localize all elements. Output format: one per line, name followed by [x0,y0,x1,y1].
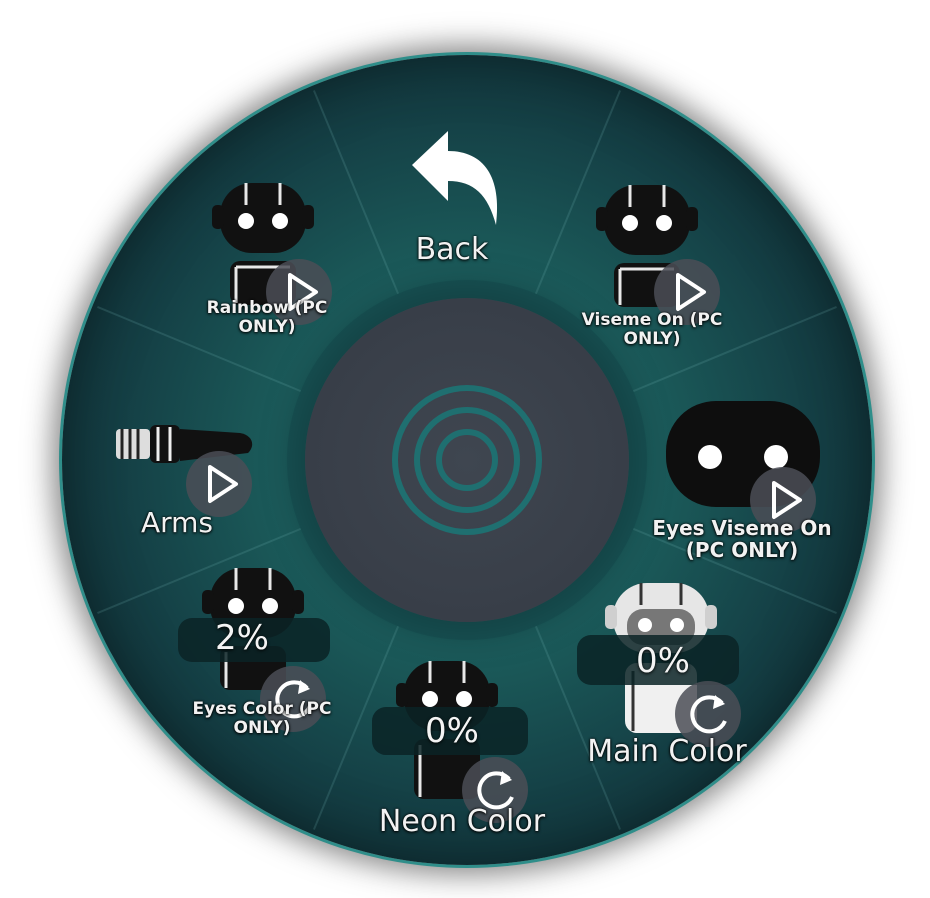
play-icon [288,273,318,311]
menu-item-label: Viseme On (PC ONLY) [581,310,723,350]
robot-arm-icon [116,425,253,463]
value-readout: 0% [425,711,479,751]
back-label: Back [415,232,489,267]
back-arrow-icon [412,131,498,225]
reset-button[interactable] [462,757,528,823]
sector-dividers [97,90,837,830]
sector-divider [313,625,400,830]
sector-divider [632,527,837,614]
menu-item-label: Arms [140,506,214,539]
menu-item-label: Neon Color [378,804,546,839]
play-icon [208,465,238,503]
menu-item-label: Rainbow (PC ONLY) [206,298,328,338]
reset-button[interactable] [675,681,741,747]
sector-divider [97,306,302,393]
value-readout: 0% [636,641,690,681]
play-button[interactable] [266,259,332,325]
sector-divider [97,527,302,614]
play-button[interactable] [750,467,816,533]
sector-divider [313,90,400,295]
radial-menu: Back Rainbow (PC ONLY) [62,55,872,865]
play-button[interactable] [654,259,720,325]
value-bar [372,707,528,755]
menu-item-main-color[interactable]: 0% Main Color [567,575,767,775]
reset-icon [690,695,727,734]
play-button[interactable] [186,451,252,517]
menu-item-eyes-viseme-on[interactable]: Eyes Viseme On (PC ONLY) [642,395,842,585]
menu-item-arms[interactable]: Arms [102,415,272,545]
play-icon [676,273,706,311]
play-icon [772,481,802,519]
reset-icon [275,680,312,719]
menu-item-label: Main Color [587,734,747,769]
sector-divider [632,306,837,393]
sector-divider [534,90,621,295]
menu-item-label: Eyes Viseme On (PC ONLY) [652,516,832,563]
menu-item-rainbow[interactable]: Rainbow (PC ONLY) [182,175,352,365]
value-readout: 2% [215,618,269,658]
menu-item-label: Eyes Color (PC ONLY) [192,699,332,739]
menu-item-neon-color[interactable]: 0% Neon Color [362,653,562,853]
back-button[interactable]: Back [392,115,512,275]
sector-divider [534,625,621,830]
reset-icon [477,771,514,810]
value-bar [178,618,330,662]
menu-item-viseme-on[interactable]: Viseme On (PC ONLY) [562,177,742,367]
radial-target-icon [392,385,542,535]
center-hub[interactable] [305,298,629,622]
reset-button[interactable] [260,666,326,732]
menu-item-eyes-color[interactable]: 2% Eyes Color (PC ONLY) [172,560,352,760]
value-bar [577,635,739,685]
